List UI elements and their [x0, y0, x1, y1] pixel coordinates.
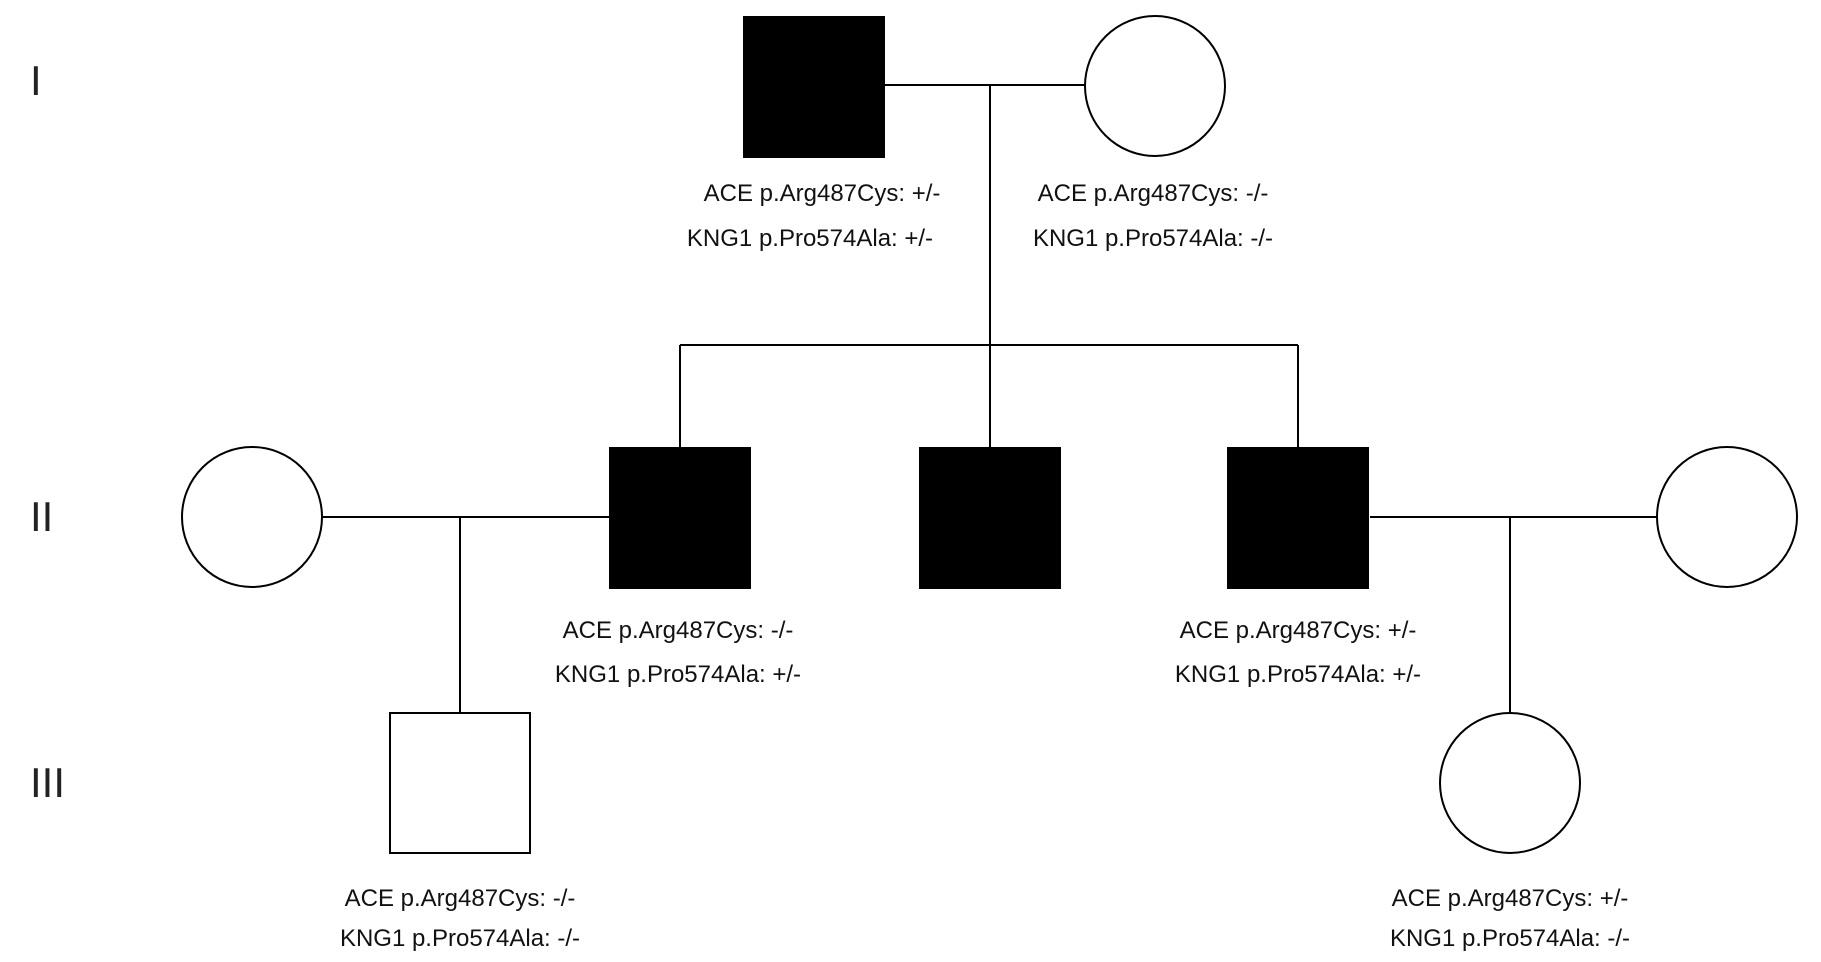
individual-iii-2-female — [1439, 712, 1581, 854]
individual-ii-4-male-affected — [1227, 447, 1369, 589]
generation-label-iii: III — [30, 759, 65, 806]
individual-iii-1-male — [389, 712, 531, 854]
genotype-kng1: KNG1 p.Pro574Ala: +/- — [555, 661, 801, 688]
genotype-kng1: KNG1 p.Pro574Ala: +/- — [687, 225, 933, 252]
individual-ii-3-male-affected — [919, 447, 1061, 589]
genotype-ace: ACE p.Arg487Cys: +/- — [704, 180, 941, 207]
individual-ii-1-female — [181, 446, 323, 588]
genotype-iii-2: ACE p.Arg487Cys: +/- KNG1 p.Pro574Ala: -… — [1390, 885, 1630, 952]
individual-ii-2-male-affected — [609, 447, 751, 589]
generation-label-i: I — [30, 57, 42, 104]
genotype-kng1: KNG1 p.Pro574Ala: -/- — [340, 925, 580, 952]
genotype-kng1: KNG1 p.Pro574Ala: +/- — [1175, 661, 1421, 688]
genotype-iii-1: ACE p.Arg487Cys: -/- KNG1 p.Pro574Ala: -… — [340, 885, 580, 952]
genotype-kng1: KNG1 p.Pro574Ala: -/- — [1390, 925, 1630, 952]
genotype-ace: ACE p.Arg487Cys: -/- — [345, 885, 576, 912]
genotype-ace: ACE p.Arg487Cys: -/- — [1038, 180, 1269, 207]
genotype-ace: ACE p.Arg487Cys: +/- — [1392, 885, 1629, 912]
genotype-kng1: KNG1 p.Pro574Ala: -/- — [1033, 225, 1273, 252]
genotype-ace: ACE p.Arg487Cys: -/- — [563, 617, 794, 644]
genotype-ii-2: ACE p.Arg487Cys: -/- KNG1 p.Pro574Ala: +… — [555, 617, 801, 688]
genotype-i-1: ACE p.Arg487Cys: +/- KNG1 p.Pro574Ala: +… — [687, 180, 940, 252]
generation-label-ii: II — [30, 493, 53, 540]
individual-i-2-female — [1084, 15, 1226, 157]
pedigree-lines — [322, 84, 1657, 713]
genotype-i-2: ACE p.Arg487Cys: -/- KNG1 p.Pro574Ala: -… — [1033, 180, 1273, 252]
individual-i-1-male-affected — [743, 16, 885, 158]
individual-ii-5-female — [1656, 446, 1798, 588]
genotype-ii-4: ACE p.Arg487Cys: +/- KNG1 p.Pro574Ala: +… — [1175, 617, 1421, 688]
genotype-ace: ACE p.Arg487Cys: +/- — [1180, 617, 1417, 644]
